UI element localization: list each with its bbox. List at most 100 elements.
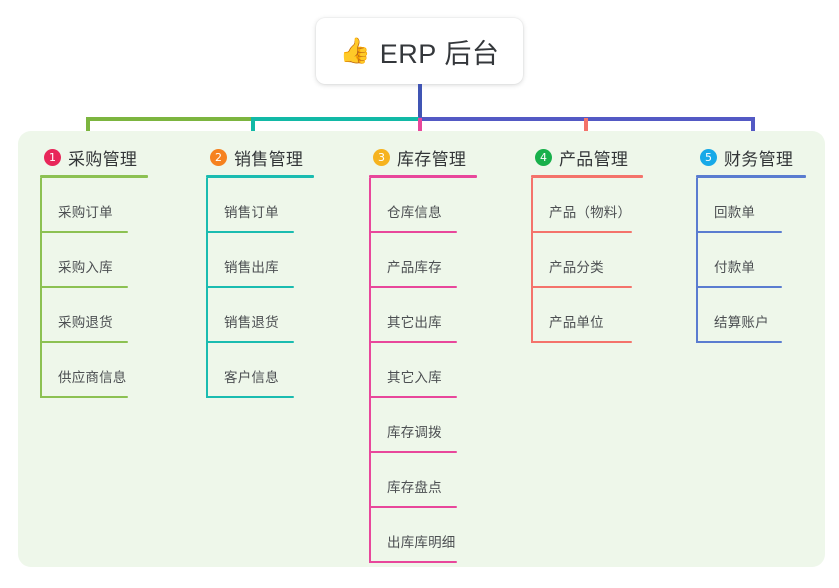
leaf-label: 产品库存 [387,260,442,275]
leaf-item[interactable]: 产品库存 [369,233,477,288]
leaf-label: 销售出库 [224,260,279,275]
column-badge-5: 5 [700,148,717,166]
leaf-rule [206,341,294,343]
leaf-spine-5 [696,178,698,343]
leaf-spine-1 [40,178,42,398]
leaf-item[interactable]: 供应商信息 [40,343,148,398]
leaf-item[interactable]: 结算账户 [696,288,806,343]
leaf-item[interactable]: 出库库明细 [369,508,477,563]
column-header-2[interactable]: 2 销售管理 [206,145,314,169]
leaf-label: 产品单位 [549,315,604,330]
leaf-item[interactable]: 付款单 [696,233,806,288]
leaf-item[interactable]: 销售订单 [206,178,314,233]
column-title-3: 库存管理 [397,149,467,169]
column-header-5[interactable]: 5 财务管理 [696,145,806,169]
leaf-label: 采购入库 [58,260,113,275]
leaf-list-4: 产品（物料） 产品分类产品单位 [531,178,643,343]
root-node[interactable]: 👍 ERP 后台 [316,18,523,84]
leaf-label: 结算账户 [714,315,769,330]
column-rule-1 [40,175,148,178]
leaf-label: 销售订单 [224,205,279,220]
column-header-4[interactable]: 4 产品管理 [531,145,643,169]
column-rule-3 [369,175,477,178]
column-title-2: 销售管理 [234,149,304,169]
column-badge-4: 4 [535,148,552,166]
leaf-label: 销售退货 [224,315,279,330]
leaf-rule [696,231,782,233]
leaf-item[interactable]: 采购入库 [40,233,148,288]
leaf-list-3: 仓库信息产品库存其它出库其它入库库存调拨库存盘点出库库明细 [369,178,477,563]
column-rule-5 [696,175,806,178]
leaf-rule [40,286,128,288]
leaf-item[interactable]: 其它出库 [369,288,477,343]
leaf-list-5: 回款单付款单结算账户 [696,178,806,343]
leaf-label: 产品分类 [549,260,604,275]
leaf-label: 采购订单 [58,205,113,220]
column-4: 4 产品管理产品（物料） 产品分类产品单位 [531,145,643,343]
column-badge-2: 2 [210,148,227,166]
leaf-label: 回款单 [714,205,756,220]
leaf-item[interactable]: 产品（物料） [531,178,643,233]
column-title-5: 财务管理 [724,149,794,169]
leaf-rule [369,286,457,288]
thumbs-up-icon: 👍 [339,36,371,65]
column-title-4: 产品管理 [559,149,629,169]
leaf-rule [40,396,128,398]
root-title: ERP 后台 [379,38,500,69]
column-header-1[interactable]: 1 采购管理 [40,145,148,169]
leaf-label: 仓库信息 [387,205,442,220]
column-5: 5 财务管理回款单付款单结算账户 [696,145,806,343]
leaf-rule [369,231,457,233]
column-2: 2 销售管理销售订单销售出库销售退货客户信息 [206,145,314,398]
leaf-label: 其它出库 [387,315,442,330]
leaf-item[interactable]: 回款单 [696,178,806,233]
column-rule-2 [206,175,314,178]
leaf-rule [206,286,294,288]
leaf-rule [531,341,632,343]
leaf-list-2: 销售订单销售出库销售退货客户信息 [206,178,314,398]
leaf-label: 供应商信息 [58,370,127,385]
leaf-label: 付款单 [714,260,756,275]
leaf-item[interactable]: 采购退货 [40,288,148,343]
leaf-label: 采购退货 [58,315,113,330]
leaf-item[interactable]: 采购订单 [40,178,148,233]
leaf-label: 库存调拨 [387,425,442,440]
leaf-spine-2 [206,178,208,398]
leaf-item[interactable]: 仓库信息 [369,178,477,233]
leaf-item[interactable]: 销售出库 [206,233,314,288]
leaf-label: 出库库明细 [387,535,456,550]
column-badge-1: 1 [44,148,61,166]
leaf-rule [369,341,457,343]
leaf-item[interactable]: 客户信息 [206,343,314,398]
leaf-rule [696,341,782,343]
leaf-rule [369,451,457,453]
leaf-item[interactable]: 产品分类 [531,233,643,288]
leaf-item[interactable]: 库存调拨 [369,398,477,453]
leaf-item[interactable]: 销售退货 [206,288,314,343]
leaf-rule [206,231,294,233]
leaf-item[interactable]: 其它入库 [369,343,477,398]
column-1: 1 采购管理采购订单采购入库采购退货供应商信息 [40,145,148,398]
leaf-rule [40,341,128,343]
leaf-rule [40,231,128,233]
leaf-item[interactable]: 产品单位 [531,288,643,343]
leaf-label: 客户信息 [224,370,279,385]
content-panel [18,131,825,567]
leaf-label: 库存盘点 [387,480,442,495]
leaf-spine-4 [531,178,533,343]
column-header-3[interactable]: 3 库存管理 [369,145,477,169]
column-title-1: 采购管理 [68,149,138,169]
leaf-rule [369,506,457,508]
leaf-rule [369,561,457,563]
leaf-spine-3 [369,178,371,563]
leaf-label: 产品（物料） [549,205,632,220]
column-rule-4 [531,175,643,178]
leaf-label: 其它入库 [387,370,442,385]
leaf-list-1: 采购订单采购入库采购退货供应商信息 [40,178,148,398]
column-badge-3: 3 [373,148,390,166]
leaf-rule [206,396,294,398]
leaf-item[interactable]: 库存盘点 [369,453,477,508]
leaf-rule [369,396,457,398]
leaf-rule [531,286,632,288]
